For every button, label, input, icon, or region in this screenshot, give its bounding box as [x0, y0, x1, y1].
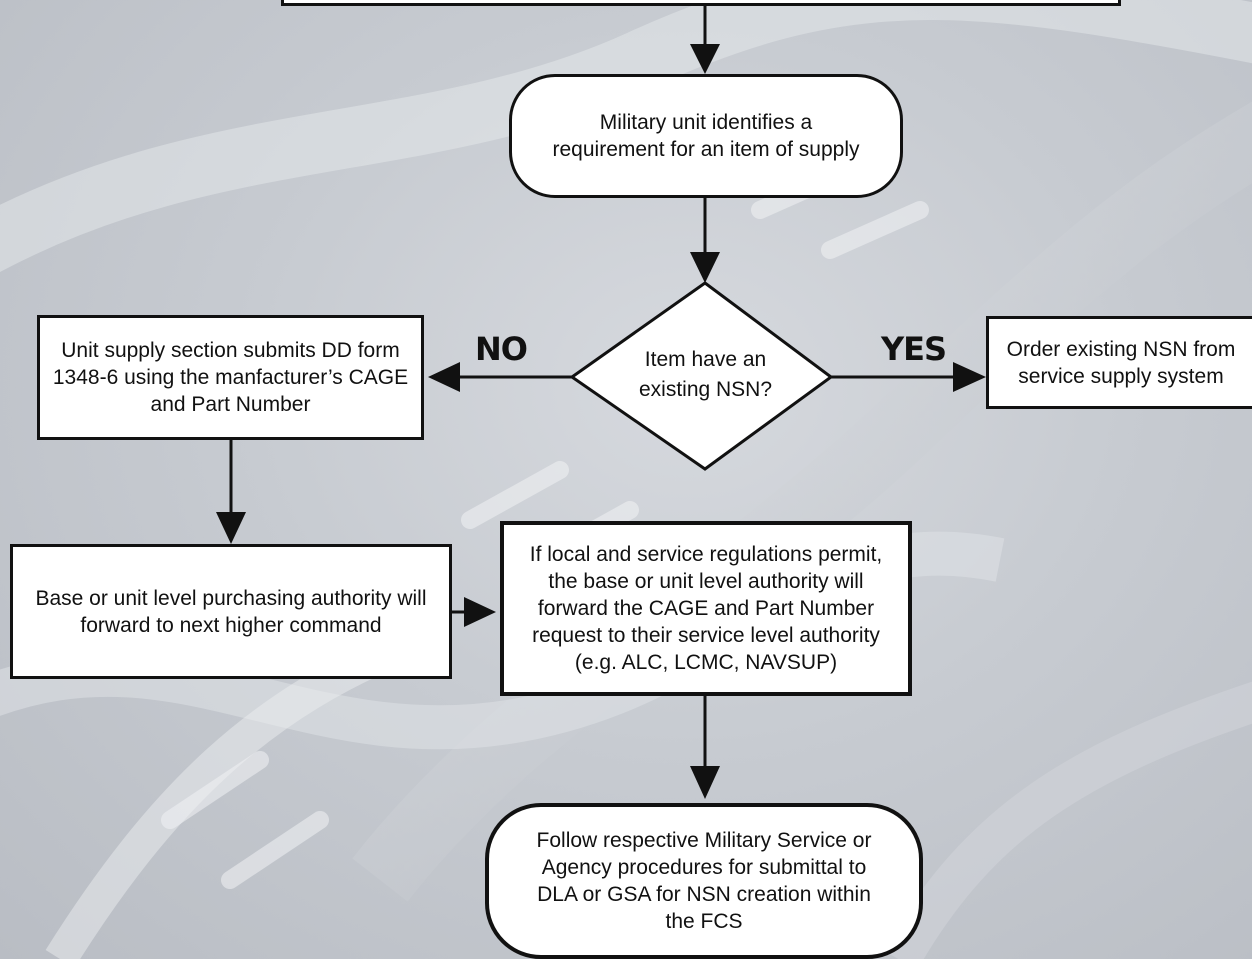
node-forward-service-text: If local and service regulations permit,… [529, 543, 883, 674]
node-follow-procedures: Follow respective Military Service or Ag… [485, 803, 923, 959]
node-forward-next-command: Base or unit level purchasing authority … [10, 544, 452, 679]
label-no: NO [475, 330, 528, 368]
arrowhead-to-submit [428, 362, 460, 392]
label-yes: YES [881, 330, 947, 368]
decision-diamond [569, 281, 834, 471]
decision-text: Item have an existing NSN? [638, 348, 773, 401]
node-order-existing-nsn: Order existing NSN from service supply s… [986, 316, 1252, 409]
arrowhead-to-follow [690, 766, 720, 799]
node-submit-dd-form: Unit supply section submits DD form 1348… [37, 315, 424, 440]
node-submit-text: Unit supply section submits DD form 1348… [52, 339, 409, 416]
node-order-text: Order existing NSN from service supply s… [1006, 337, 1236, 388]
arrowhead-to-service [464, 597, 496, 627]
node-identify-text: Military unit identifies a requirement f… [552, 111, 860, 161]
arrowhead-to-forward-command [216, 512, 246, 544]
top-box-partial [281, 0, 1121, 6]
node-identify-requirement: Military unit identifies a requirement f… [509, 74, 903, 198]
node-forward-command-text: Base or unit level purchasing authority … [35, 586, 427, 637]
node-forward-service-authority: If local and service regulations permit,… [500, 521, 912, 696]
node-follow-text: Follow respective Military Service or Ag… [536, 829, 872, 933]
arrowhead-to-decision [690, 252, 720, 283]
arrowhead-to-order [953, 362, 986, 392]
arrowhead-to-identify [690, 44, 720, 74]
